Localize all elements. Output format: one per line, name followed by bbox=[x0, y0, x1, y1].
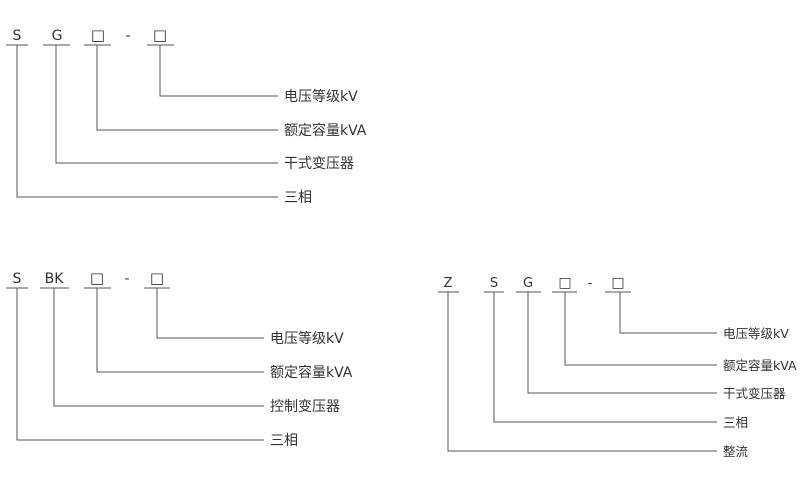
leader-line bbox=[619, 292, 717, 334]
label-transformer-type: 干式变压器 bbox=[723, 386, 786, 401]
label-rated-capacity: 额定容量kVA bbox=[284, 122, 367, 139]
label-voltage-level: 电压等级kV bbox=[270, 330, 344, 347]
code-char: □ bbox=[150, 269, 164, 287]
label-voltage-level: 电压等级kV bbox=[284, 88, 358, 105]
code-char: BK bbox=[45, 271, 65, 287]
leader-line bbox=[16, 288, 264, 441]
leader-line bbox=[53, 288, 264, 407]
leader-line bbox=[96, 288, 264, 373]
leader-line bbox=[447, 292, 717, 452]
label-transformer-type: 干式变压器 bbox=[284, 156, 354, 172]
code-char: □ bbox=[91, 26, 105, 44]
leader-line bbox=[493, 292, 717, 423]
code-char: S bbox=[490, 276, 498, 291]
code-char: S bbox=[13, 28, 22, 44]
code-char: □ bbox=[153, 26, 167, 44]
label-phase: 三相 bbox=[284, 190, 312, 206]
code-char: - bbox=[125, 28, 130, 44]
label-phase: 三相 bbox=[723, 415, 748, 430]
label-rectifier: 整流 bbox=[723, 444, 749, 459]
leader-line bbox=[55, 45, 278, 164]
label-transformer-type: 控制变压器 bbox=[270, 399, 340, 415]
code-char: Z bbox=[444, 276, 453, 291]
label-rated-capacity: 额定容量kVA bbox=[270, 364, 353, 381]
code-char: - bbox=[124, 271, 129, 287]
code-char: - bbox=[588, 276, 593, 291]
code-char: □ bbox=[90, 269, 104, 287]
code-char: G bbox=[523, 276, 533, 291]
leader-line bbox=[527, 292, 717, 394]
leader-line bbox=[16, 45, 278, 198]
code-char: □ bbox=[611, 275, 624, 291]
code-char: G bbox=[52, 28, 63, 44]
diagram-sbk: S BK □ - □ 电压等级kV 额定容量kVA 控制变压器 三相 bbox=[6, 269, 353, 449]
leader-line bbox=[156, 288, 264, 339]
leader-line bbox=[564, 292, 717, 366]
code-char: S bbox=[13, 271, 22, 287]
code-char: □ bbox=[558, 275, 571, 291]
label-rated-capacity: 额定容量kVA bbox=[723, 358, 797, 373]
diagram-sg: S G □ - □ 电压等级kV 额定容量kVA 干式变压器 三相 bbox=[6, 26, 367, 206]
diagram-zsg: Z S G □ - □ 电压等级kV 额定容量kVA 干式变压器 三相 整流 bbox=[438, 275, 797, 459]
leader-line bbox=[159, 45, 278, 97]
label-voltage-level: 电压等级kV bbox=[723, 326, 789, 341]
label-phase: 三相 bbox=[270, 433, 298, 449]
leader-line bbox=[96, 45, 278, 131]
